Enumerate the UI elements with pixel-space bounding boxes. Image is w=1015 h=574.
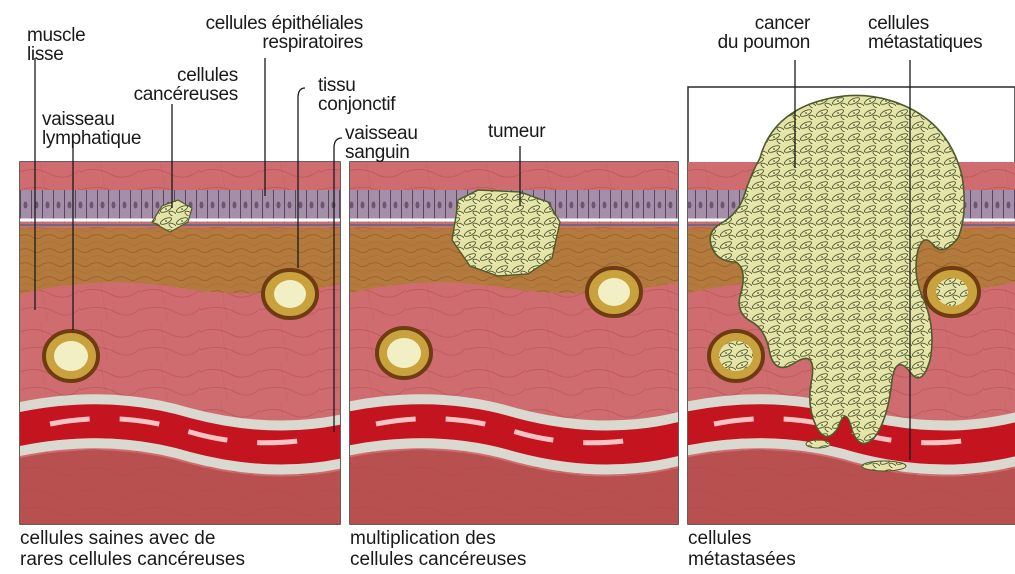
tumor-mass bbox=[452, 190, 560, 276]
panel-1-tissue bbox=[20, 162, 360, 574]
panel-2-tissue bbox=[346, 162, 686, 574]
panel-3-tissue bbox=[684, 95, 1015, 574]
metastatic-cells bbox=[862, 461, 906, 471]
label-tumeur: tumeur bbox=[488, 122, 545, 141]
